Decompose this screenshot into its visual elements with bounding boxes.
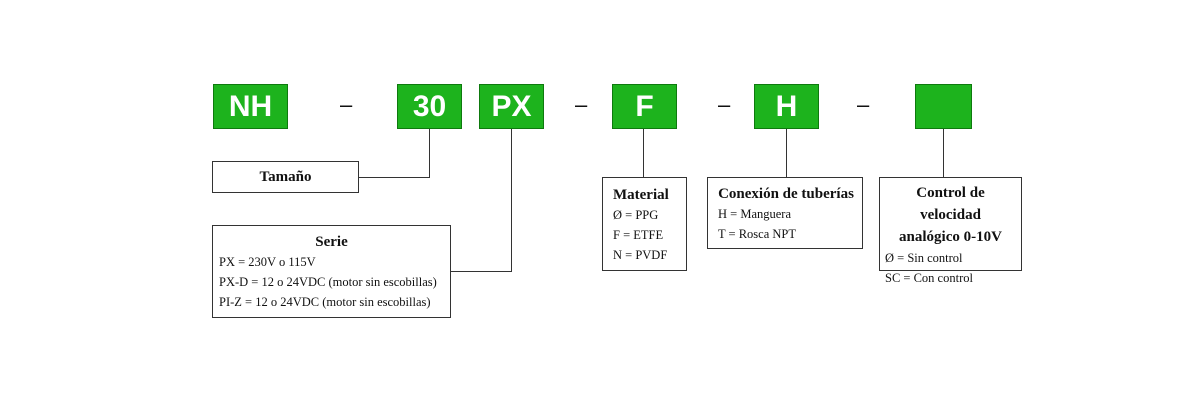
speed-box: Control de velocidad analógico 0-10V Ø =…: [879, 177, 1022, 285]
code-series: PX: [479, 84, 544, 129]
speed-box-title: Control de velocidad: [916, 185, 985, 223]
connection-box-title: Conexión de tuberías: [718, 186, 854, 202]
separator-dash: –: [857, 92, 870, 117]
code-connection: H: [754, 84, 819, 129]
series-box: Serie PX = 230V o 115V PX-D = 12 o 24VDC…: [212, 225, 451, 318]
size-box-title: Tamaño: [259, 169, 312, 185]
separator-dash: –: [340, 92, 353, 117]
series-option: PX-D = 12 o 24VDC (motor sin escobillas): [219, 275, 437, 289]
series-option: PI-Z = 12 o 24VDC (motor sin escobillas): [219, 295, 431, 309]
separator-dash: –: [575, 92, 588, 117]
connection-option: H = Manguera: [718, 207, 791, 221]
series-connector: [450, 129, 512, 272]
material-box: Material Ø = PPG F = ETFE N = PVDF: [602, 177, 687, 271]
material-option: F = ETFE: [613, 228, 664, 242]
speed-box-subtitle: analógico 0-10V: [899, 229, 1002, 245]
size-connector: [359, 129, 430, 178]
size-box: Tamaño: [212, 161, 359, 193]
connection-option: T = Rosca NPT: [718, 227, 796, 241]
speed-option: Ø = Sin control: [885, 251, 963, 265]
code-speed: [915, 84, 972, 129]
series-box-title: Serie: [315, 234, 348, 250]
connection-box: Conexión de tuberías H = Manguera T = Ro…: [707, 177, 863, 249]
material-option: Ø = PPG: [613, 208, 659, 222]
material-box-title: Material: [613, 187, 669, 203]
material-option: N = PVDF: [613, 248, 668, 262]
separator-dash: –: [718, 92, 731, 117]
code-size: 30: [397, 84, 462, 129]
code-material: F: [612, 84, 677, 129]
speed-option: SC = Con control: [885, 271, 973, 285]
series-option: PX = 230V o 115V: [219, 255, 316, 269]
code-nh: NH: [213, 84, 288, 129]
